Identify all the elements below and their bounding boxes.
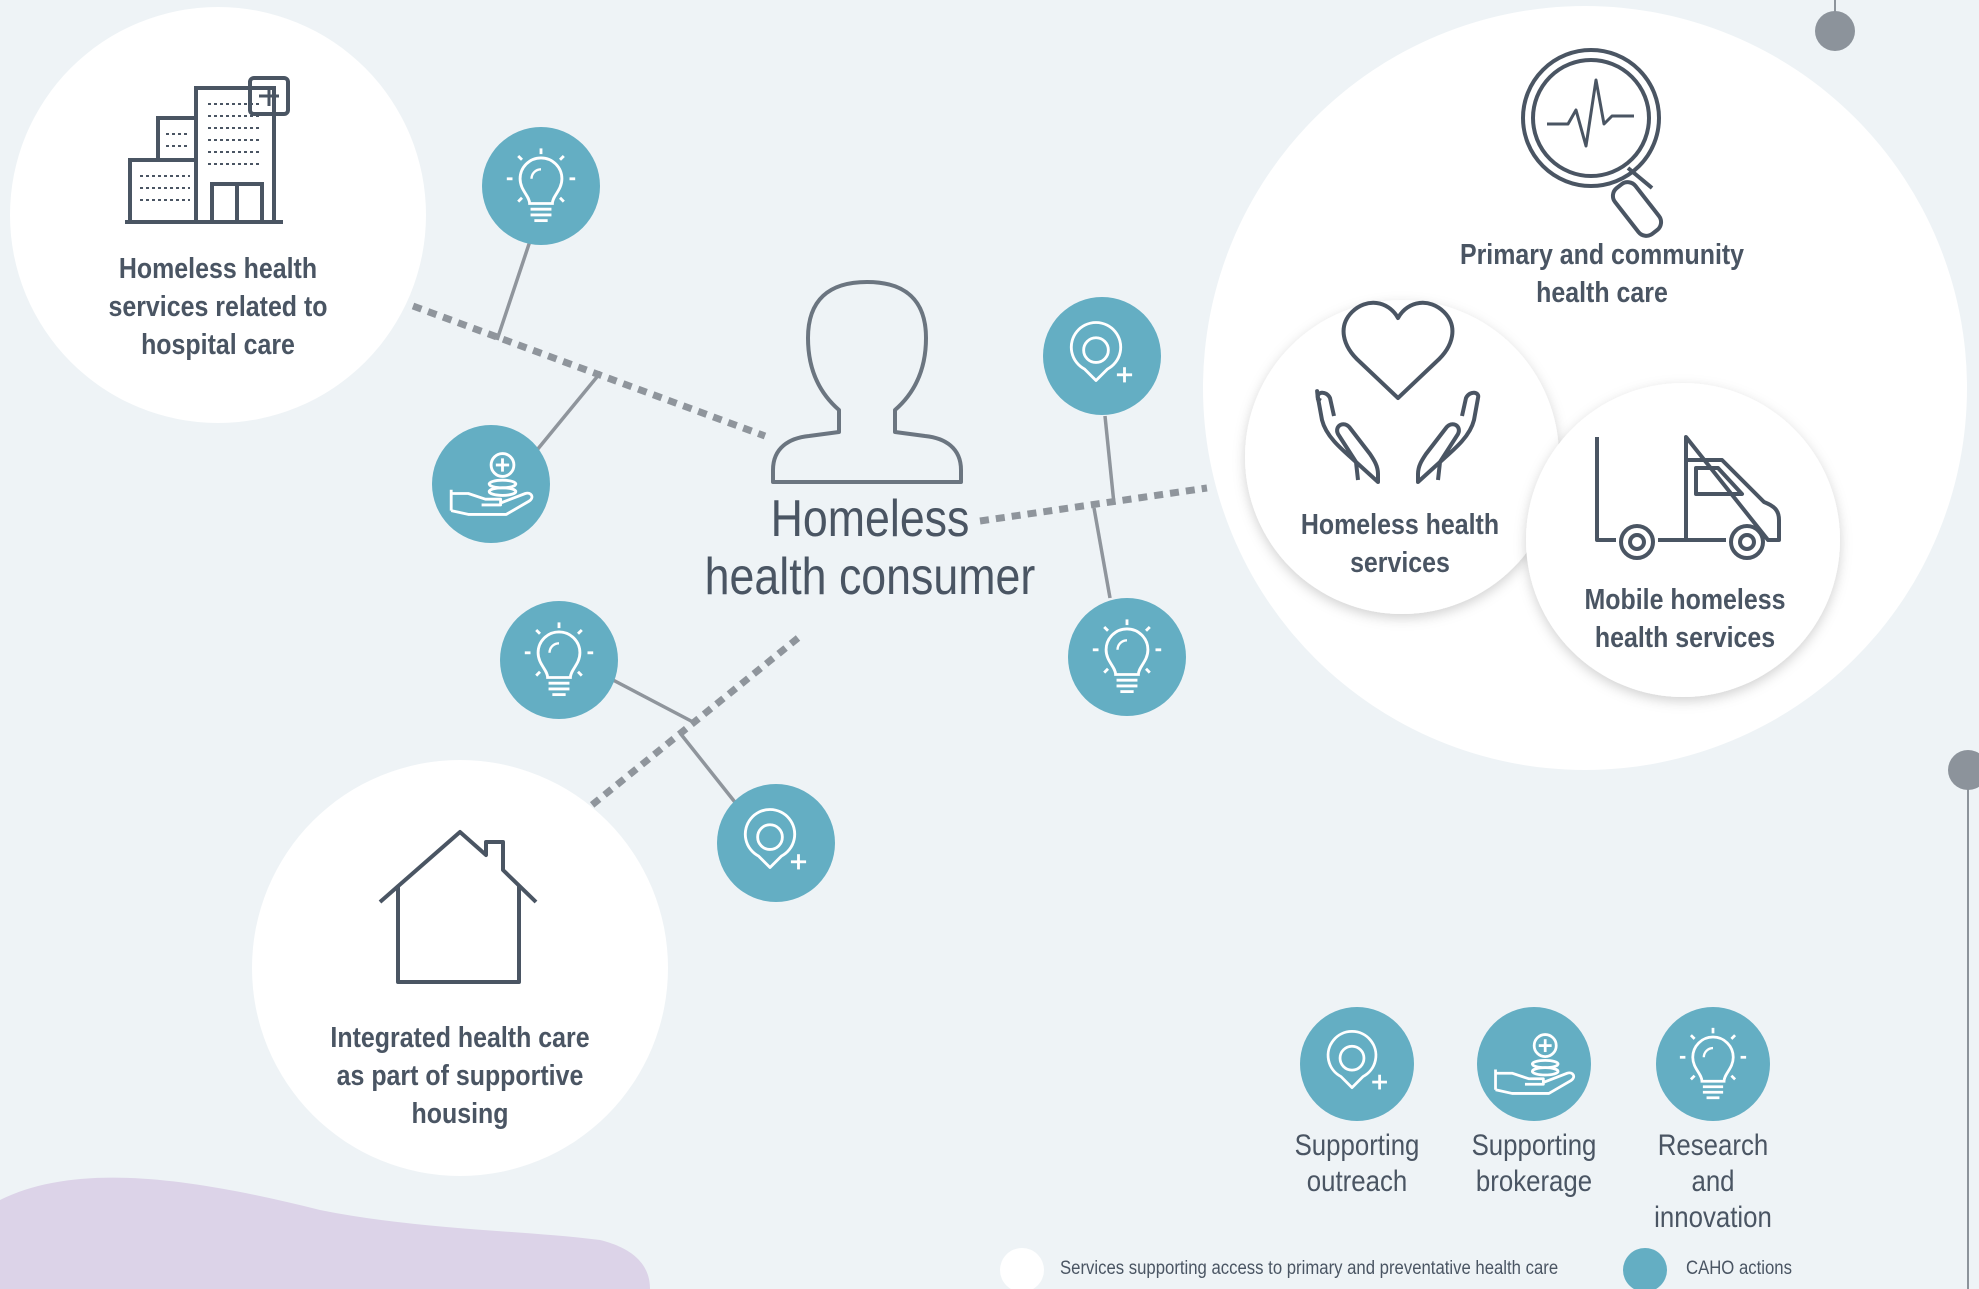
dotted-connectors [411, 302, 1208, 808]
action-outreach-bottom [717, 784, 835, 902]
hospital-node-circle [10, 7, 426, 423]
legend-research-line1: Research and [1657, 1129, 1769, 1198]
hands-heart-icon [1315, 301, 1481, 484]
legend-brokerage-line2: brokerage [1475, 1165, 1593, 1198]
legend-research-label: Research and innovation [1636, 1128, 1791, 1236]
action-outreach-right-top [1043, 297, 1161, 415]
action-connectors [495, 237, 1116, 808]
timeline-connector-top [1815, 0, 1855, 51]
housing-node-circle [252, 760, 668, 1176]
housing-label-line1: Integrated health care [330, 1022, 590, 1054]
action-bulb-right [1068, 598, 1186, 716]
primary-label-line1: Primary and community [1459, 239, 1745, 271]
center-label-line2: health consumer [704, 548, 1036, 606]
center-consumer-label: Homeless health consumer [689, 490, 1050, 606]
legend-research-icon [1656, 1007, 1770, 1121]
legend-brokerage-label: Supporting brokerage [1457, 1128, 1612, 1200]
house-icon [378, 830, 538, 984]
homeless-services-node-circle [1245, 300, 1559, 614]
hospital-node-label: Homeless health services related to hosp… [89, 250, 347, 364]
center-label-line1: Homeless [770, 490, 970, 548]
key-white-swatch [1000, 1248, 1044, 1289]
legend-outreach-line1: Supporting [1294, 1129, 1420, 1162]
lilac-shape [0, 1177, 650, 1289]
homeless-services-label-line1: Homeless health [1300, 509, 1500, 541]
primary-care-node-label: Primary and community health care [1445, 236, 1758, 312]
action-brokerage-left [432, 425, 550, 543]
action-bulb-bottom [500, 601, 618, 719]
key-services-label: Services supporting access to primary an… [1060, 1258, 1559, 1279]
legend-outreach-line2: outreach [1306, 1165, 1408, 1198]
homeless-services-label-line2: services [1350, 547, 1450, 579]
legend-brokerage-line1: Supporting [1471, 1129, 1597, 1162]
housing-label-line3: housing [411, 1098, 509, 1130]
housing-label-line2: as part of supportive [336, 1060, 584, 1092]
hospital-label-line3: hospital care [141, 329, 295, 361]
mobile-label-line2: health services [1594, 622, 1776, 654]
hospital-label-line1: Homeless health [118, 253, 318, 285]
legend-outreach-icon [1300, 1007, 1414, 1121]
hospital-label-line2: services related to [108, 291, 328, 323]
timeline-connector-right [1948, 750, 1979, 1289]
key-actions-label: CAHO actions [1686, 1258, 1792, 1279]
homeless-services-node-label: Homeless health services [1288, 506, 1512, 582]
action-bulb-top [482, 127, 600, 245]
legend-brokerage-icon [1477, 1007, 1591, 1121]
key-teal-swatch [1623, 1248, 1667, 1289]
housing-node-label: Integrated health care as part of suppor… [314, 1019, 606, 1133]
legend-outreach-label: Supporting outreach [1280, 1128, 1435, 1200]
mobile-label-line1: Mobile homeless [1584, 584, 1786, 616]
mobile-services-node-label: Mobile homeless health services [1573, 581, 1797, 657]
magnifier-icon [1521, 48, 1664, 238]
van-icon [1595, 435, 1781, 560]
primary-label-line2: health care [1536, 277, 1668, 309]
hospital-building-icon [125, 76, 290, 224]
person-icon [771, 280, 963, 484]
legend-research-line2: innovation [1654, 1201, 1772, 1234]
